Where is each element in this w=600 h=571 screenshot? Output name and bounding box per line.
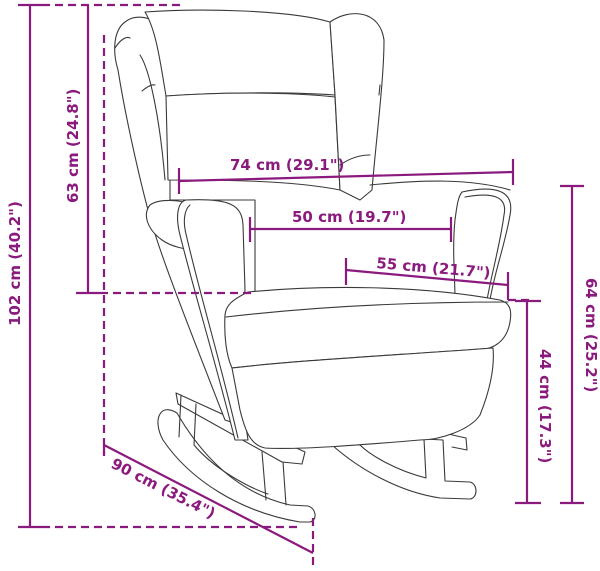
dim-backrest-height: [76, 5, 255, 455]
label-overall-height: 102 cm (40.2"): [6, 201, 24, 326]
label-seat-width: 50 cm (19.7"): [292, 208, 406, 226]
label-seat-height: 44 cm (17.3"): [536, 349, 554, 463]
armrest-left: [177, 199, 249, 441]
label-backrest-height: 63 cm (24.8"): [64, 89, 82, 203]
armrest-right: [453, 188, 512, 301]
dimension-lines: [18, 3, 584, 566]
label-overall-width: 74 cm (29.1"): [230, 156, 344, 174]
dim-overall-width: [177, 159, 515, 194]
seat-cushion: [224, 286, 512, 450]
dim-seat-width: [248, 217, 453, 242]
label-armrest-height: 64 cm (25.2"): [582, 278, 600, 392]
rocker-left: [157, 392, 316, 523]
dim-seat-height: [515, 299, 541, 505]
dim-overall-height: [18, 3, 300, 529]
dim-overall-depth: [102, 444, 315, 566]
dim-armrest-height: [560, 184, 584, 505]
chair-illustration: [114, 9, 512, 523]
